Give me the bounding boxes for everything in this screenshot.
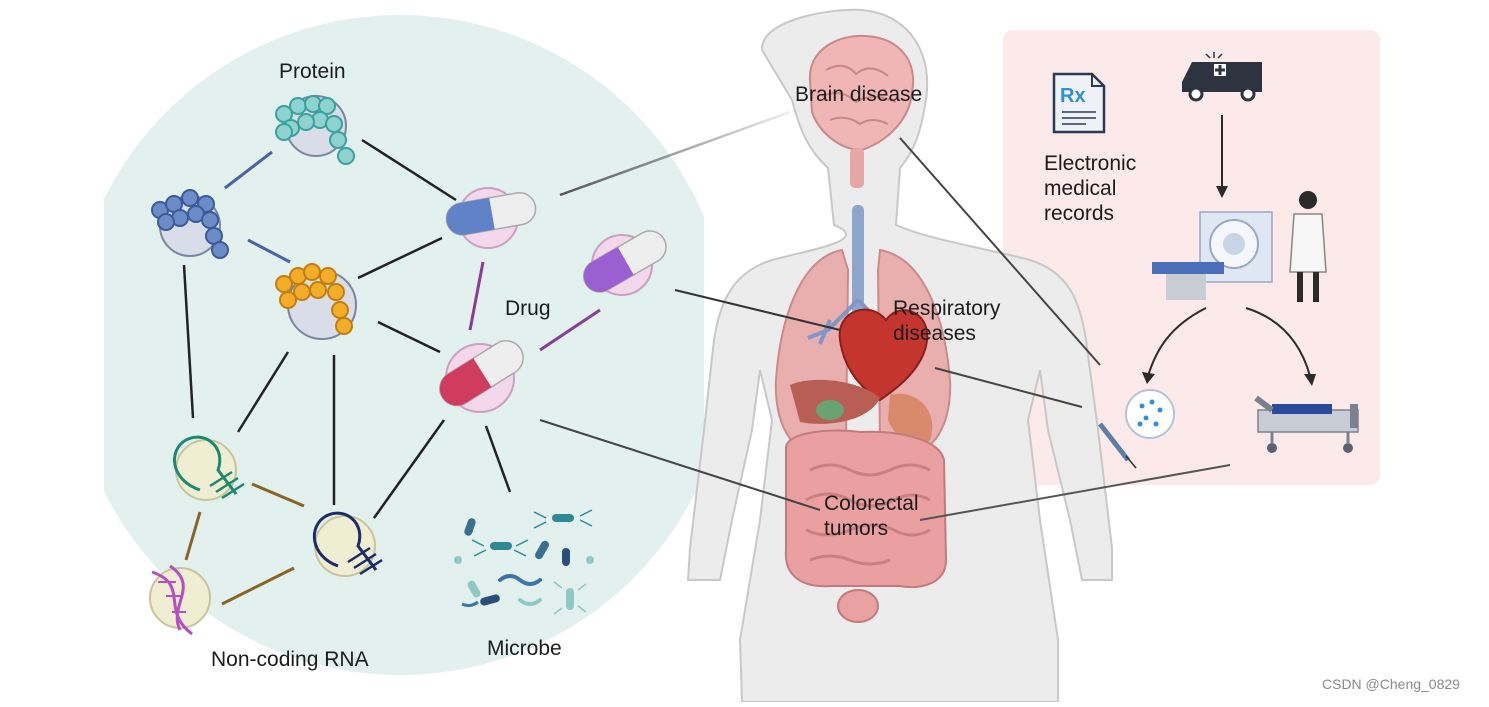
rna-hairpin-icon-green: [173, 435, 245, 501]
capsule-icon-purple: [583, 230, 667, 296]
ct-scanner-icon: [1152, 211, 1273, 300]
liver-stomach-icon: [790, 379, 933, 445]
ambulance-icon: [1182, 52, 1262, 102]
body-connectors: [539, 110, 1231, 521]
label-records-2: medical: [1044, 177, 1117, 200]
clinic-panel: [1003, 30, 1380, 485]
capsule-icon-blue: [445, 187, 537, 249]
hospital-bed-icon: [1254, 395, 1359, 453]
capsule-icon-red: [439, 340, 524, 413]
label-respiratory-1: Respiratory: [893, 297, 1001, 320]
label-records-3: records: [1044, 202, 1115, 225]
label-records-1: Electronic: [1044, 152, 1137, 175]
label-protein: Protein: [279, 60, 346, 83]
network-links: [182, 138, 601, 606]
brain-icon: [808, 34, 915, 188]
intestine-icon: [784, 429, 948, 623]
label-microbe: Microbe: [487, 637, 562, 660]
rx-text: Rx: [1060, 85, 1086, 107]
arrow-down-icon: [1216, 115, 1228, 198]
rna-hairpin-icon-navy: [312, 511, 383, 577]
dna-helix-icon: [149, 564, 211, 636]
label-colorectal-2: tumors: [824, 517, 889, 540]
prescription-icon: Rx: [1052, 72, 1106, 134]
curved-arrows-icon: [1142, 307, 1316, 386]
label-colorectal-1: Colorectal: [824, 492, 919, 515]
protein-icon-teal: [275, 95, 355, 165]
label-respiratory-2: diseases: [893, 322, 976, 345]
doctor-icon: [1289, 191, 1327, 302]
protein-icon-blue: [151, 189, 229, 259]
label-drug: Drug: [505, 297, 551, 320]
syringe-icon: [1098, 389, 1175, 469]
label-noncoding-rna: Non-coding RNA: [211, 648, 369, 671]
protein-icon-orange: [275, 263, 357, 340]
network-background: [104, 15, 704, 675]
bacteria-icon: [454, 509, 594, 615]
watermark: CSDN @Cheng_0829: [1322, 676, 1460, 692]
label-brain-disease: Brain disease: [795, 83, 923, 106]
